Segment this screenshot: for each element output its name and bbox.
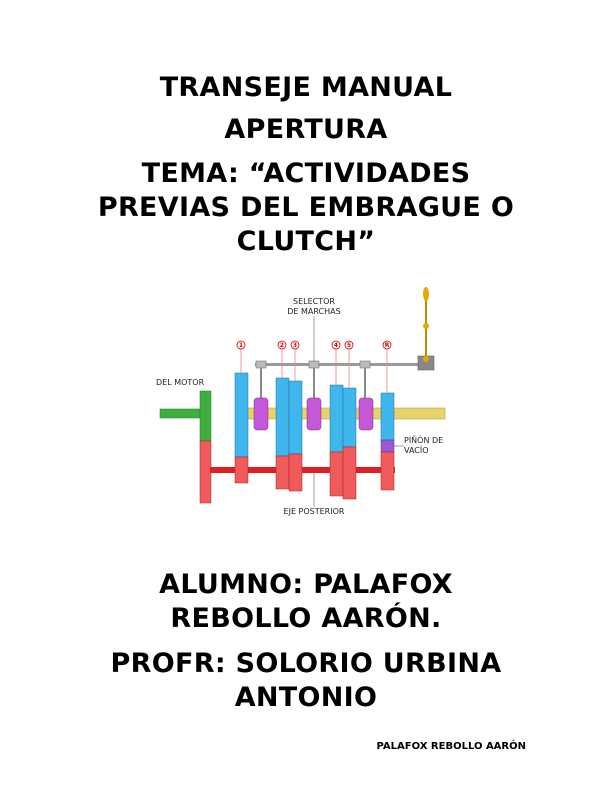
gear-label-2: 2: [280, 342, 284, 349]
student-line-2: REBOLLO AARÓN.: [170, 603, 442, 634]
selector-label-1: SELECTOR: [293, 297, 335, 306]
teacher-line-2: ANTONIO: [234, 682, 378, 713]
motor-label: DEL MOTOR: [156, 378, 205, 387]
topic-line-2: PREVIAS DEL EMBRAGUE O: [97, 192, 515, 223]
title-line-1: TRANSEJE MANUAL: [159, 72, 453, 103]
topic-line-3: CLUTCH”: [236, 226, 376, 257]
gear-label-5: 5: [347, 342, 351, 349]
teacher-line-1: PROFR: SOLORIO URBINA: [110, 648, 502, 679]
gear-label-3: 3: [293, 342, 297, 349]
gear-label-4: 4: [334, 342, 338, 349]
title-line-2: APERTURA: [224, 114, 388, 145]
topic-line-1: TEMA: “ACTIVIDADES: [141, 158, 471, 189]
gear-label-1: 1: [239, 342, 243, 349]
transmission-diagram: 1 2 3 4 5 R SELECTOR DE MARCHAS DEL MOTO…: [150, 282, 460, 520]
pinion-label-1: PIÑÓN DE: [404, 434, 443, 445]
selector-label-2: DE MARCHAS: [287, 307, 340, 316]
student-line-1: ALUMNO: PALAFOX: [159, 569, 453, 600]
eje-label: EJE POSTERIOR: [284, 507, 345, 516]
pinion-label-2: VACÍO: [404, 444, 429, 455]
gear-label-r: R: [385, 342, 390, 349]
footer-author: PALAFOX REBOLLO AARÓN: [376, 741, 526, 752]
